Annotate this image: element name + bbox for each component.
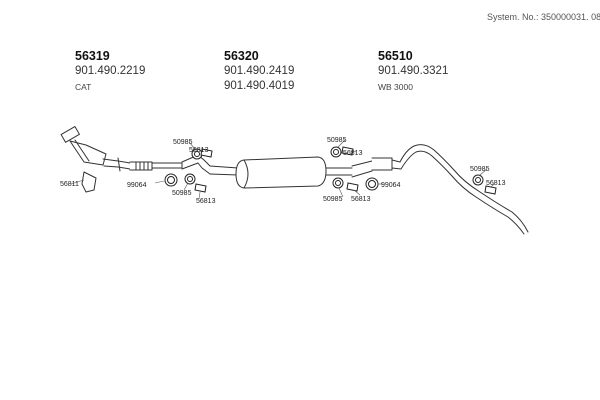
part-label: 56813: [486, 180, 506, 187]
rubber-bracket-icon: [341, 146, 354, 156]
rubber-bracket-icon: [346, 182, 359, 192]
part-label: 56813: [343, 150, 363, 157]
group-code-56319: 56319: [75, 49, 110, 63]
part-label: 50985: [323, 196, 343, 203]
part-label: 50985: [173, 139, 193, 146]
part-label: 50985: [470, 166, 490, 173]
clamp-icon: [472, 174, 484, 186]
group-part-number: 901.490.3321: [378, 65, 449, 77]
group-code-56510: 56510: [378, 49, 413, 63]
mid-pipe: [325, 157, 393, 178]
rubber-bracket-icon: [200, 148, 213, 158]
catalytic-converter: [60, 126, 183, 193]
center-muffler: [235, 156, 327, 189]
part-label: 50985: [327, 137, 347, 144]
clamp-icon: [330, 146, 342, 158]
rubber-bracket-icon: [484, 185, 497, 195]
part-label: 99064: [381, 182, 401, 189]
clamp-icon: [164, 173, 178, 187]
system-number: System. No.: 350000031. 08: [487, 12, 600, 22]
part-label: 99064: [127, 182, 147, 189]
group-note: CAT: [75, 82, 92, 92]
clamp-icon: [184, 173, 196, 185]
part-label: 56811: [60, 181, 79, 188]
group-part-number: 901.490.2419: [224, 65, 295, 77]
part-label: 50985: [172, 190, 192, 197]
clamp-icon: [365, 177, 379, 191]
leader-lines: [70, 139, 495, 200]
part-label: 56813: [196, 198, 216, 205]
group-part-number: 901.490.2219: [75, 65, 146, 77]
rubber-bracket-icon: [194, 183, 207, 193]
group-note: WB 3000: [378, 82, 413, 92]
group-part-number: 901.490.4019: [224, 80, 295, 92]
group-code-56320: 56320: [224, 49, 259, 63]
rear-pipe: [391, 144, 529, 235]
part-label: 56813: [351, 196, 371, 203]
clamp-icon: [332, 177, 344, 189]
part-label: 56813: [189, 147, 209, 154]
front-joint-pipe: [181, 154, 239, 176]
